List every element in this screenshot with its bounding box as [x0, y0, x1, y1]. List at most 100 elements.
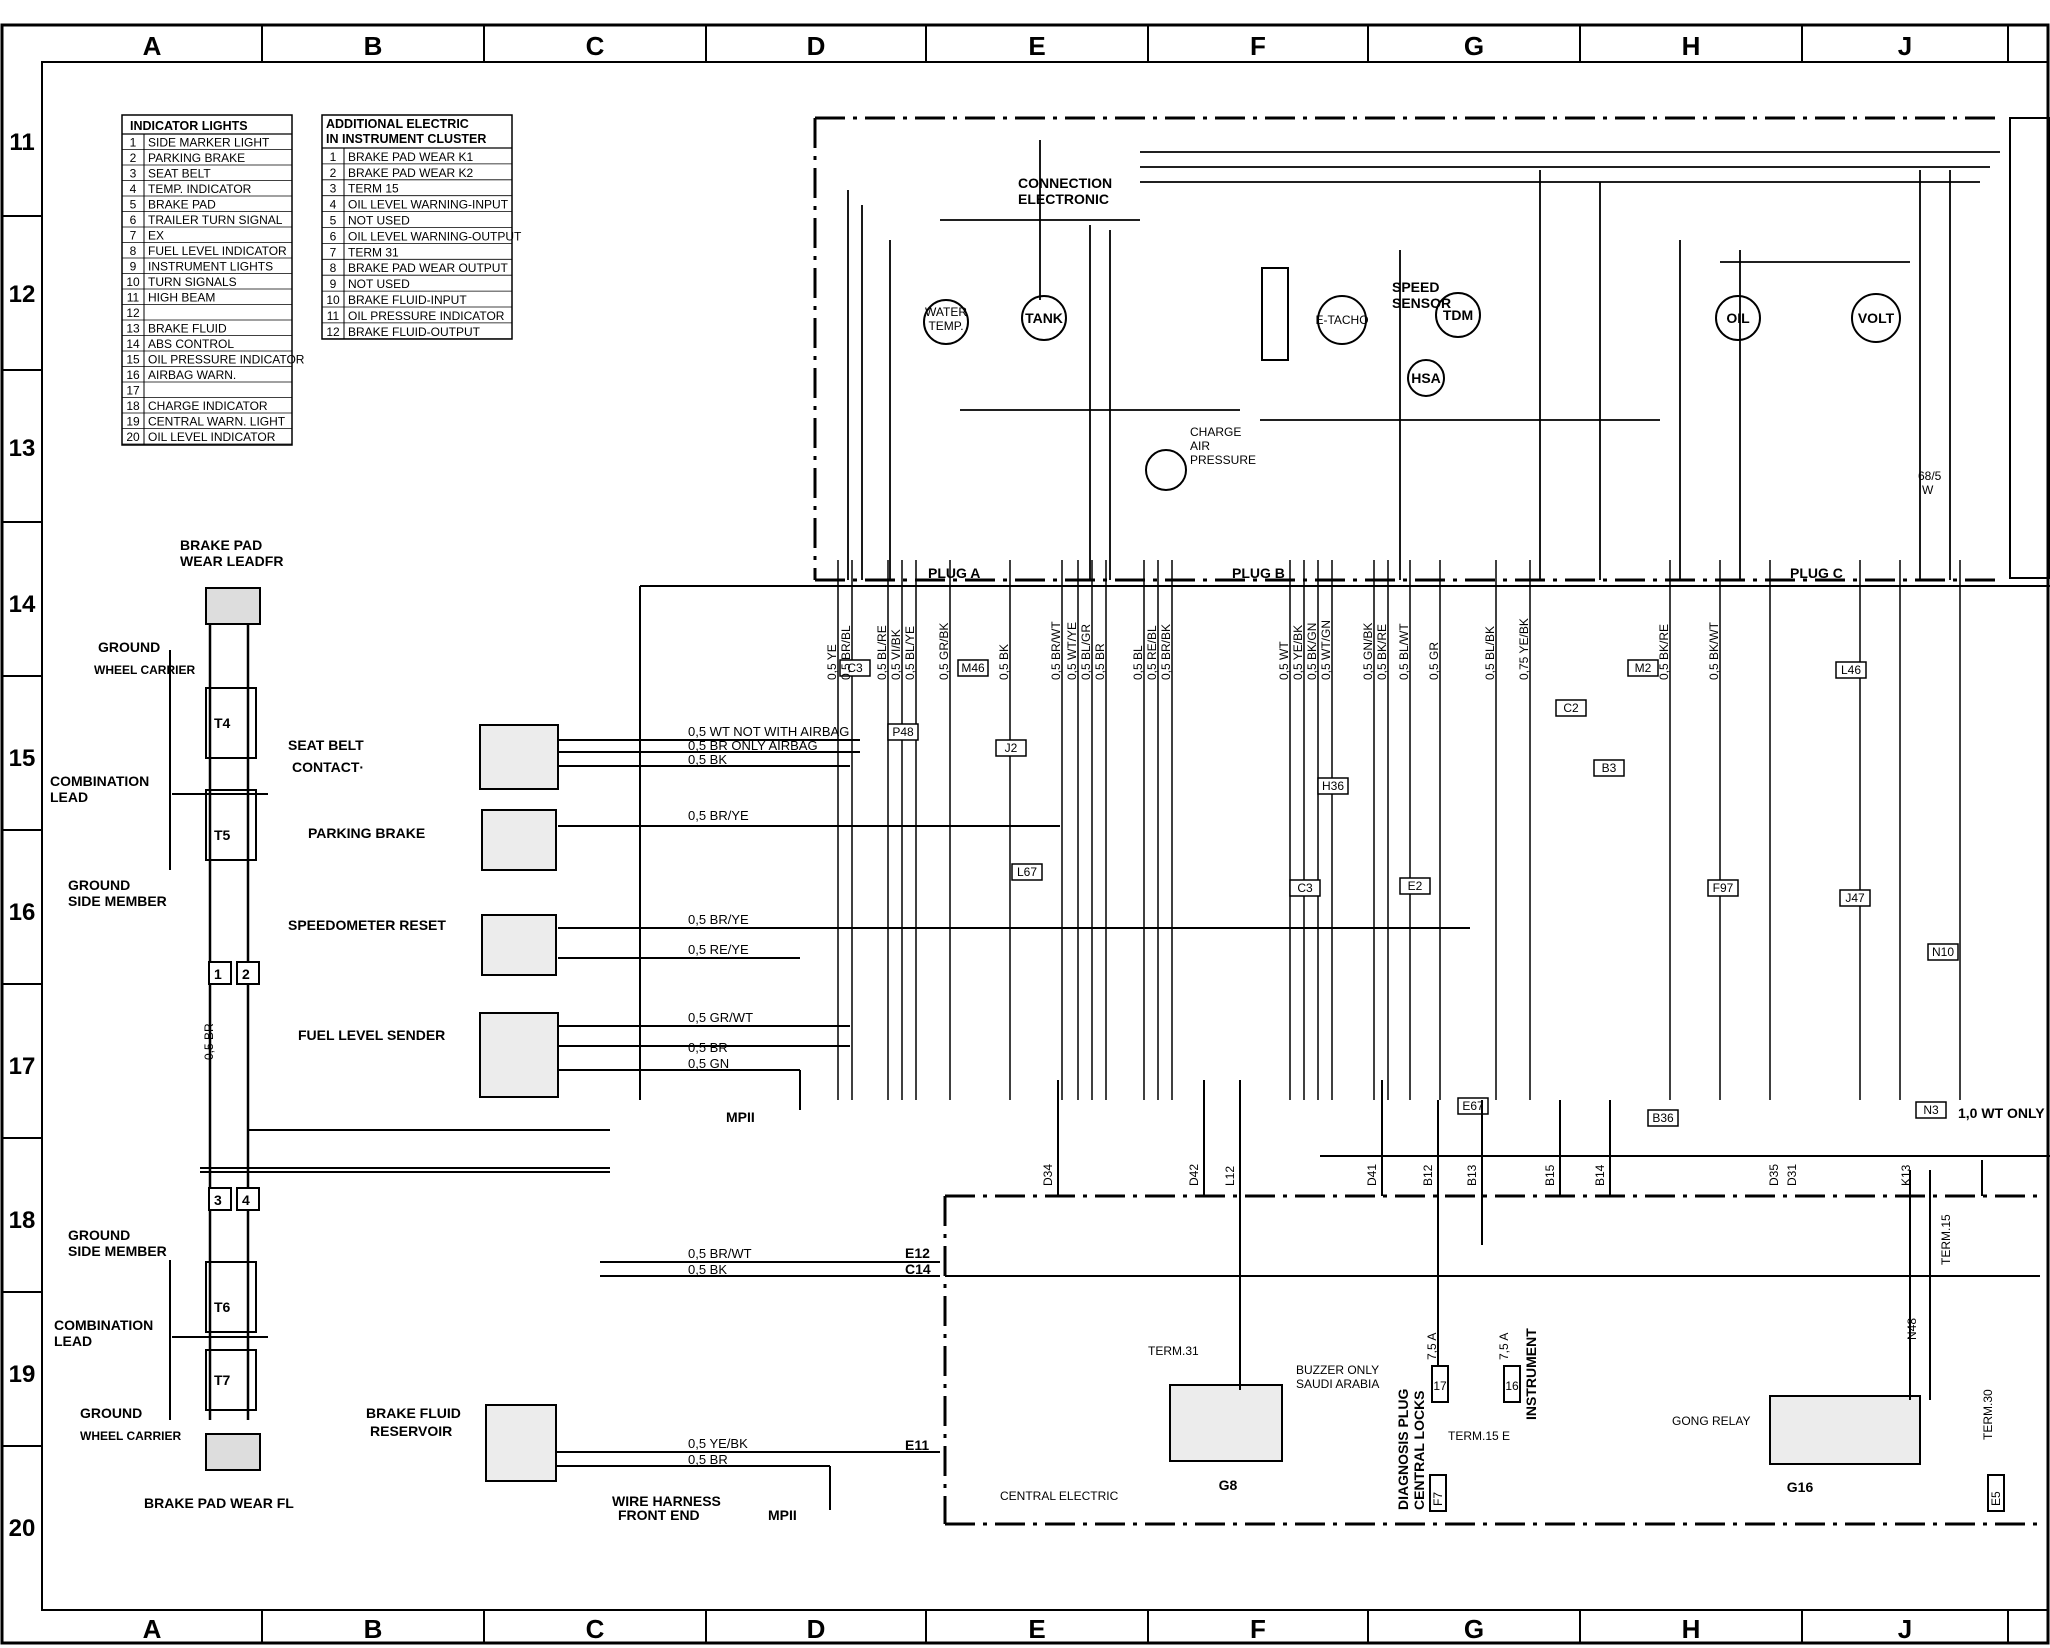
plug-a-label: PLUG A — [928, 565, 980, 581]
table-row-label: ABS CONTROL — [148, 337, 234, 351]
table-row-label: CENTRAL WARN. LIGHT — [148, 415, 286, 429]
speed-sensor-label: SENSOR — [1392, 295, 1451, 311]
additional-electric-title: ADDITIONAL ELECTRIC — [326, 117, 469, 131]
combination-lead-label: LEAD — [54, 1333, 92, 1349]
table-row-number: 5 — [130, 198, 137, 212]
connector-l12: L12 — [1223, 1166, 1237, 1186]
combination-lead-label: COMBINATION — [54, 1317, 153, 1333]
reference-box — [957, 659, 989, 677]
table-row-label: HIGH BEAM — [148, 291, 215, 305]
row-label: 14 — [9, 591, 36, 618]
table-row-label: CHARGE INDICATOR — [148, 399, 268, 413]
box-2: 2 — [242, 966, 250, 982]
ground-wheel-label: GROUND — [98, 639, 160, 655]
table-row-label: OIL PRESSURE INDICATOR — [348, 309, 505, 323]
reference-label: E67 — [1462, 1099, 1484, 1113]
table-row-label: INSTRUMENT LIGHTS — [148, 260, 273, 274]
col-label-top: H — [1682, 31, 1701, 61]
table-row-label: BRAKE PAD WEAR OUTPUT — [348, 261, 508, 275]
table-row-label: BRAKE FLUID-INPUT — [348, 293, 467, 307]
reference-box — [1289, 879, 1321, 897]
wire-color-label: 0,5 BR — [1093, 643, 1107, 680]
wire-label: 0,5 BR/YE — [688, 808, 749, 823]
wire-label: 0,5 YE/BK — [688, 1436, 748, 1451]
brake-pad-fr-label: WEAR LEADFR — [180, 553, 283, 569]
reference-label: E2 — [1408, 879, 1423, 893]
wire-color-label: 0,5 BK/GN — [1305, 623, 1319, 680]
table-row-label: TERM 31 — [348, 245, 399, 259]
wire-color-label: 0,5 WT/GN — [1319, 620, 1333, 680]
wire-color-label: 0,5 BK/RE — [1657, 624, 1671, 680]
t5-label: T5 — [214, 827, 231, 843]
wire-color-label: 0,75 YE/BK — [1517, 618, 1531, 680]
col-label-bottom: H — [1682, 1614, 1701, 1644]
table-row-number: 13 — [126, 322, 140, 336]
wire-color-label: 0,5 BL — [1131, 645, 1145, 680]
wire-color-label: 0,5 BK/RE — [1375, 624, 1389, 680]
table-row-number: 4 — [330, 198, 337, 212]
mpii-label: MPII — [768, 1507, 797, 1523]
table-row-label: BRAKE PAD WEAR K1 — [348, 150, 473, 164]
reference-label: N10 — [1932, 945, 1954, 959]
wire-0-5-br: 0,5 BR — [202, 1023, 216, 1060]
row-label: 19 — [9, 1361, 36, 1388]
col-label-top: D — [807, 31, 826, 61]
connector-b15: B15 — [1543, 1164, 1557, 1186]
table-row-number: 18 — [126, 399, 140, 413]
table-row-number: 5 — [330, 214, 337, 228]
reference-box — [1927, 943, 1959, 961]
wire-color-label: 0,5 GR — [1427, 642, 1441, 680]
wire-color-label: 0,5 BL/WT — [1397, 623, 1411, 680]
reference-label: J2 — [1005, 741, 1018, 755]
table-row-label: TEMP. INDICATOR — [148, 182, 252, 196]
term31-label: TERM.31 — [1148, 1344, 1199, 1358]
table-row-number: 12 — [126, 306, 140, 320]
ground-wheel-label: GROUND — [80, 1405, 142, 1421]
charge-air-label: AIR — [1190, 439, 1210, 453]
wire-color-label: 0,5 BL/GR — [1079, 624, 1093, 680]
ref-e5: E5 — [1989, 1491, 2003, 1506]
wire-label: 0,5 BR/YE — [688, 912, 749, 927]
wire-label: 0,5 BR — [688, 1452, 728, 1467]
ground-side-label: GROUND — [68, 1227, 130, 1243]
table-row-number: 9 — [330, 277, 337, 291]
table-row-number: 3 — [130, 167, 137, 181]
grid-columns — [261, 25, 2009, 1643]
col-label-bottom: A — [143, 1614, 162, 1644]
connector-b14: B14 — [1593, 1164, 1607, 1186]
ground-side-label: GROUND — [68, 877, 130, 893]
reference-box — [1457, 1097, 1489, 1115]
connector-d42: D42 — [1187, 1164, 1201, 1186]
ground-side-label: SIDE MEMBER — [68, 893, 167, 909]
connection-label: CONNECTION — [1018, 175, 1112, 191]
col-label-top: A — [143, 31, 162, 61]
table-row-label: BRAKE FLUID — [148, 322, 227, 336]
diagnosis-plug-label: CENTRAL LOCKS — [1411, 1390, 1427, 1510]
wire-label: 0,5 BR ONLY AIRBAG — [688, 738, 818, 753]
water-temp-gauge: WATER — [925, 305, 967, 319]
central-electric-label: CENTRAL ELECTRIC — [1000, 1489, 1119, 1503]
col-label-bottom: F — [1250, 1614, 1266, 1644]
col-label-bottom: C — [586, 1614, 605, 1644]
reference-label: C2 — [1563, 701, 1579, 715]
table-row-label: NOT USED — [348, 277, 410, 291]
wire-color-label: 0,5 BL/BK — [1483, 626, 1497, 680]
table-row-number: 20 — [126, 430, 140, 444]
table-row-label: BRAKE PAD — [148, 198, 216, 212]
connector-e12: E12 — [905, 1245, 930, 1261]
table-row-number: 2 — [330, 166, 337, 180]
wire-label: 0,5 RE/YE — [688, 942, 749, 957]
reference-label: L46 — [1841, 663, 1861, 677]
row-label: 15 — [9, 745, 36, 772]
table-row-label: BRAKE FLUID-OUTPUT — [348, 325, 481, 339]
table-row-label: SEAT BELT — [148, 167, 211, 181]
box-4: 4 — [242, 1192, 250, 1208]
table-row-label: TRAILER TURN SIGNAL — [148, 213, 283, 227]
table-row-label: BRAKE PAD WEAR K2 — [348, 166, 473, 180]
reference-label: N3 — [1923, 1103, 1939, 1117]
fuse-rating: 7,5 A — [1497, 1333, 1511, 1360]
reference-box — [1399, 877, 1431, 895]
wire-label: 0,5 WT NOT WITH AIRBAG — [688, 724, 849, 739]
reference-label: P48 — [892, 725, 914, 739]
